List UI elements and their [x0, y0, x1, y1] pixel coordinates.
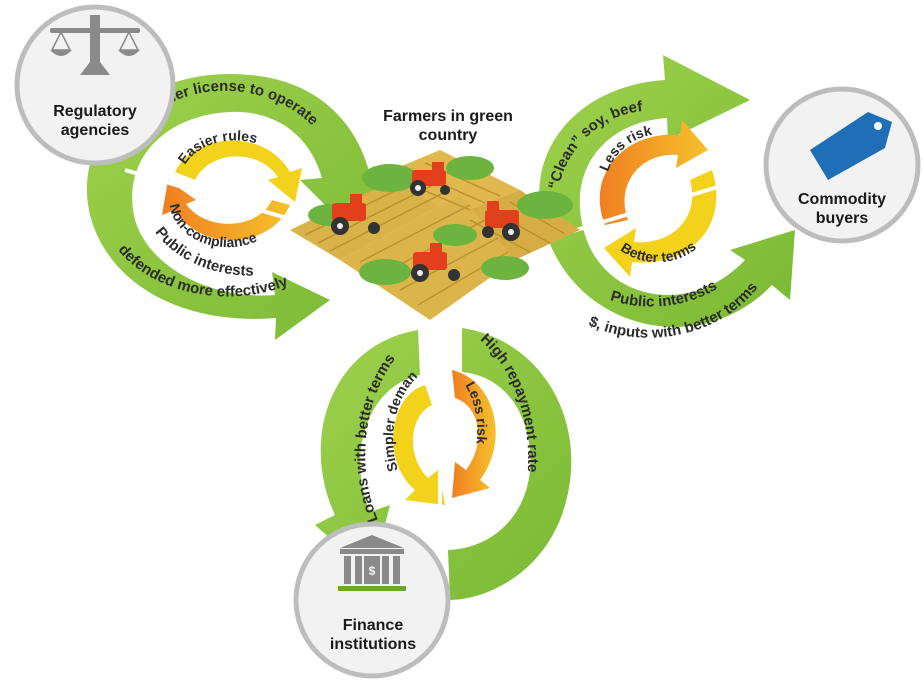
- commodity-name: Commodity buyers: [798, 191, 886, 227]
- tractor-icon: [482, 201, 520, 241]
- bank-building-icon: $: [338, 535, 406, 591]
- scales-of-justice-icon: [50, 15, 140, 75]
- finance-badge: $: [293, 521, 451, 679]
- regulatory-inner-yellow-arrow: [175, 140, 302, 202]
- regulatory-badge: [14, 4, 176, 166]
- commodity-badge: [763, 86, 921, 244]
- tractor-icon: [410, 162, 450, 196]
- price-tag-icon: [810, 112, 892, 180]
- commodity-outer-arrow: [539, 55, 795, 327]
- center-title: Farmers in green country: [383, 108, 513, 144]
- regulatory-name: Regulatory agencies: [53, 103, 137, 139]
- field-top: [380, 150, 520, 215]
- commodity-connector-line: [559, 163, 791, 237]
- regulatory-connector-line: [124, 168, 311, 227]
- commodity-inner-yellow-arrow: [604, 170, 717, 277]
- finance-name: Finance institutions: [329, 617, 417, 653]
- tractor-icon: [411, 243, 460, 282]
- commodity-cycle: “Clean” soy, beef Public interests $, in…: [539, 55, 795, 342]
- tractor-icon: [331, 194, 380, 235]
- finance-inner-yellow-arrow: [393, 385, 445, 505]
- regulatory-inner-orange-arrow: [162, 180, 290, 241]
- commodity-inner-orange-arrow: [599, 120, 708, 225]
- regulatory-outer-arrow: [86, 73, 392, 340]
- finance-inner-orange-arrow: [452, 370, 496, 498]
- farm-fields: [290, 150, 580, 320]
- svg-text:$: $: [369, 564, 376, 578]
